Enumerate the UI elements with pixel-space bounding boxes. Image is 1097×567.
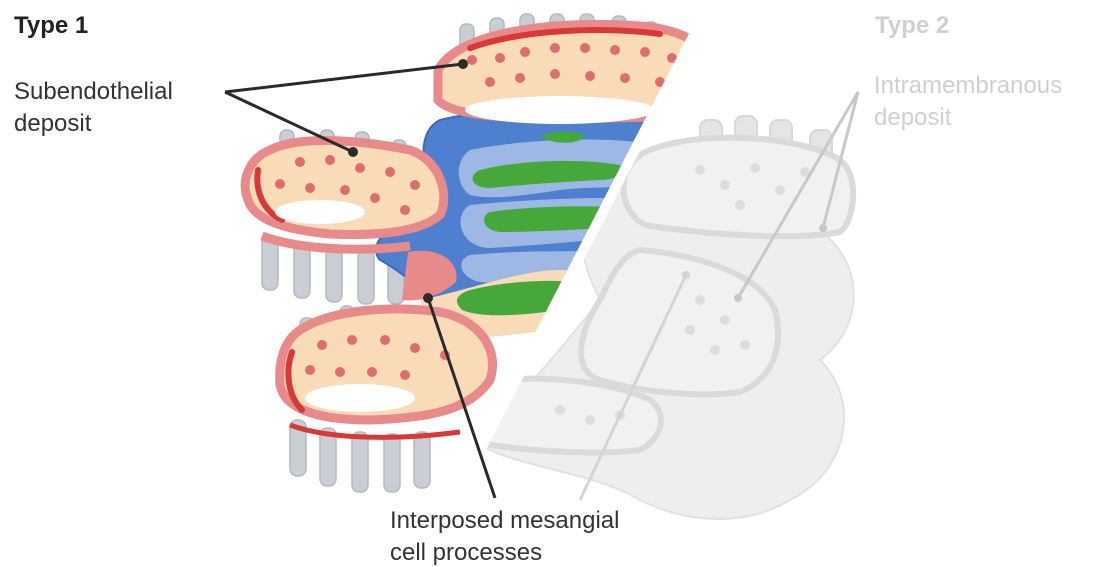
intramembranous-label-line1: Intramembranous	[874, 70, 1062, 102]
subendothelial-deposit-label: Subendothelial deposit	[14, 76, 173, 140]
type1-title: Type 1	[14, 10, 88, 42]
interposed-label-line2: cell processes	[390, 537, 619, 567]
intramembranous-deposit-label: Intramembranous deposit	[874, 70, 1062, 134]
interposed-label-line1: Interposed mesangial	[390, 505, 619, 537]
subendothelial-label-line1: Subendothelial	[14, 76, 173, 108]
interposed-mesangial-label: Interposed mesangial cell processes	[390, 505, 619, 567]
capillary-loop-bottom	[280, 309, 493, 437]
type2-title: Type 2	[875, 10, 949, 42]
subendothelial-label-line2: deposit	[14, 108, 173, 140]
intramembranous-label-line2: deposit	[874, 102, 1062, 134]
